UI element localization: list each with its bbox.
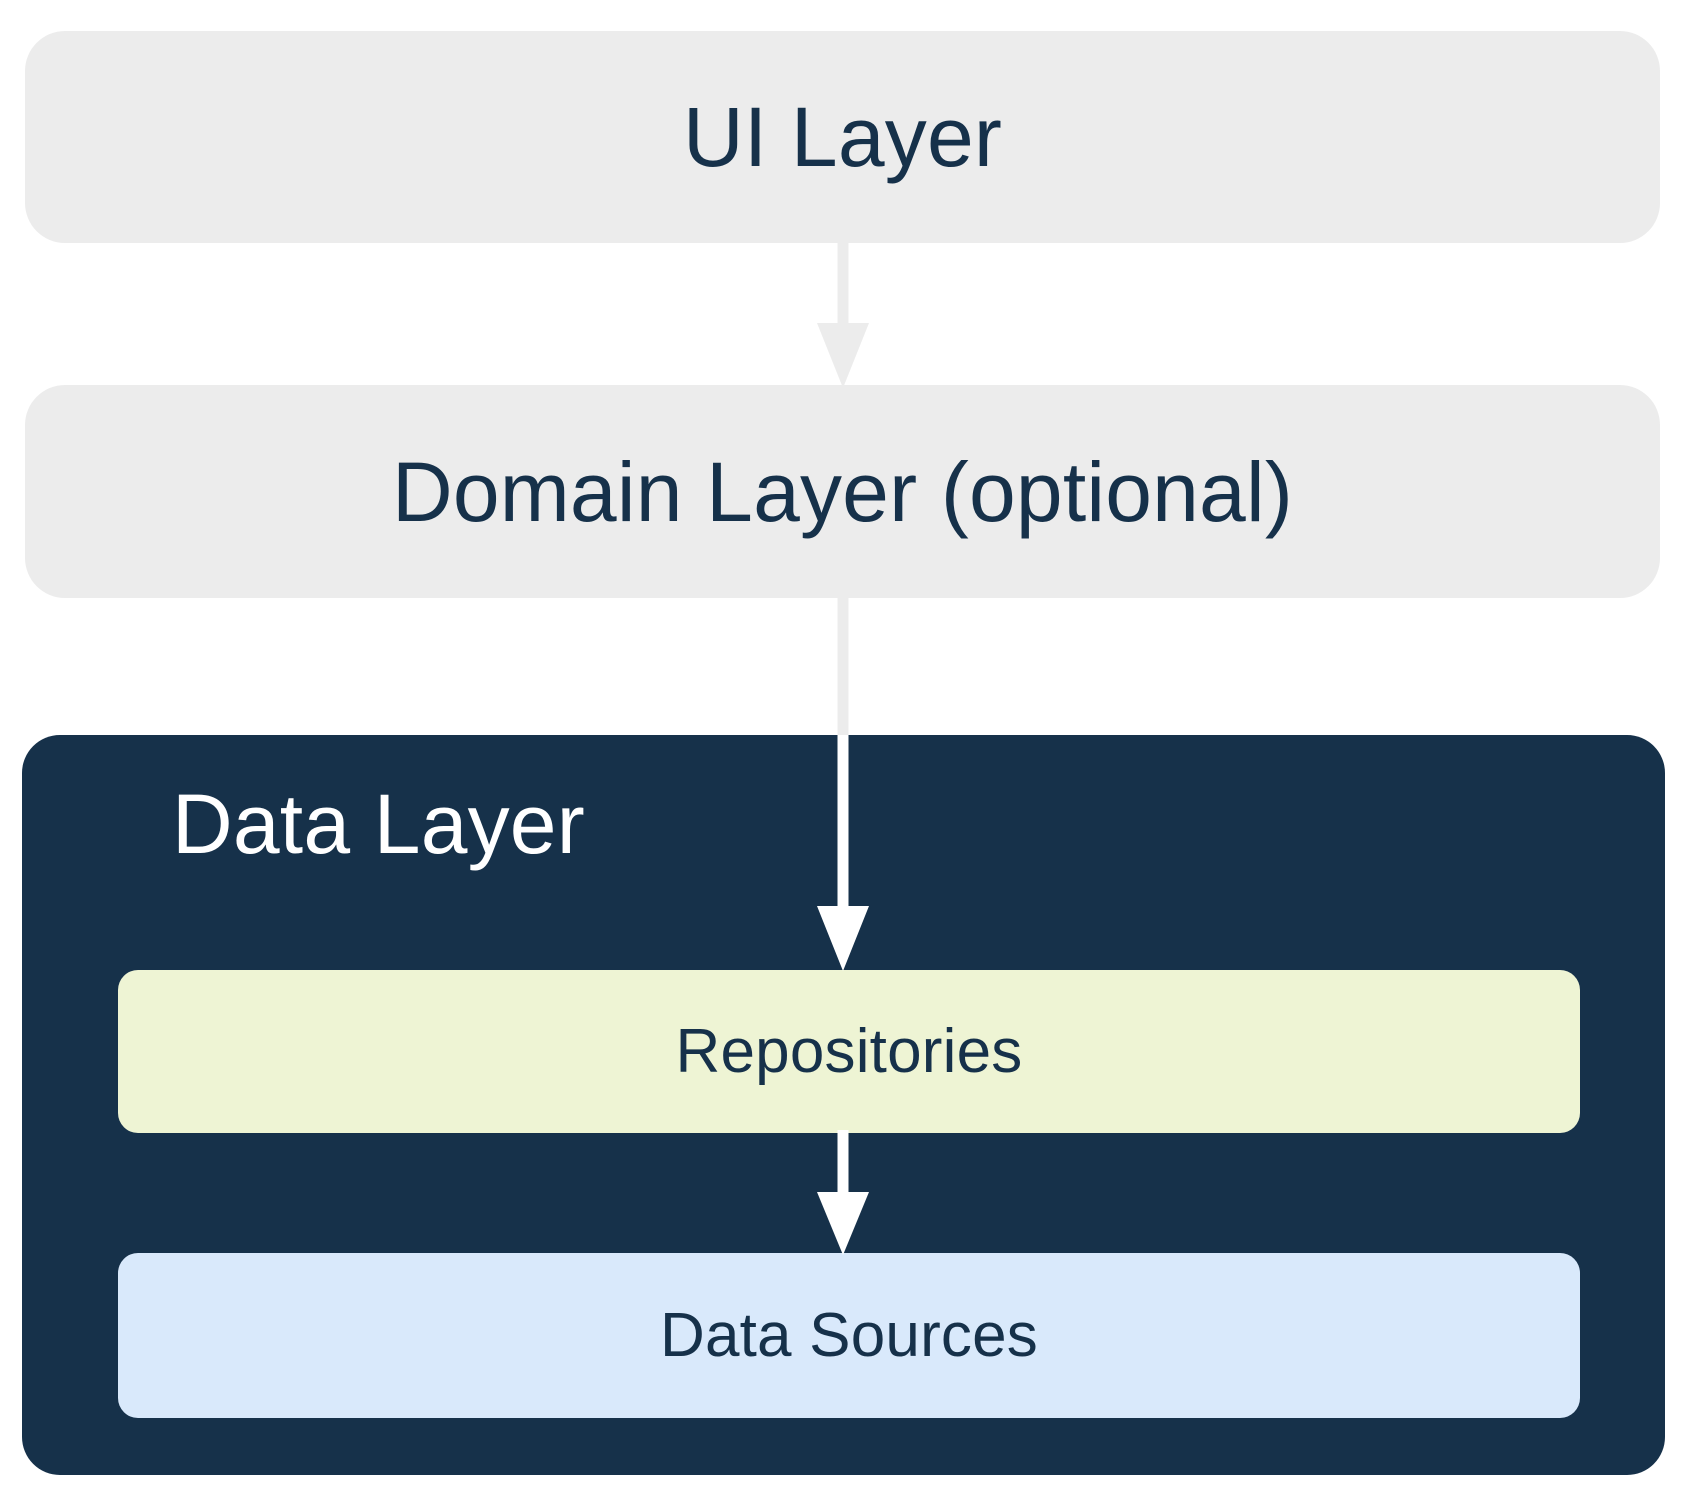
repositories-label: Repositories	[675, 1016, 1023, 1086]
arrow-stem	[837, 240, 849, 323]
repositories-box: Repositories	[118, 970, 1580, 1133]
data-sources-box: Data Sources	[118, 1253, 1580, 1418]
ui-layer-box: UI Layer	[25, 31, 1660, 243]
domain-layer-box: Domain Layer (optional)	[25, 385, 1660, 598]
ui-layer-label: UI Layer	[682, 90, 1003, 184]
data-layer-box: Data Layer Repositories Data Sources	[22, 735, 1665, 1475]
domain-layer-label: Domain Layer (optional)	[391, 444, 1294, 539]
arrow-domain-to-data-layer-icon	[817, 595, 869, 737]
arrow-ui-to-domain-icon	[817, 240, 869, 388]
arrow-stem	[837, 595, 849, 737]
arrow-head	[817, 323, 869, 388]
data-layer-label: Data Layer	[172, 777, 585, 871]
data-sources-label: Data Sources	[659, 1300, 1039, 1370]
